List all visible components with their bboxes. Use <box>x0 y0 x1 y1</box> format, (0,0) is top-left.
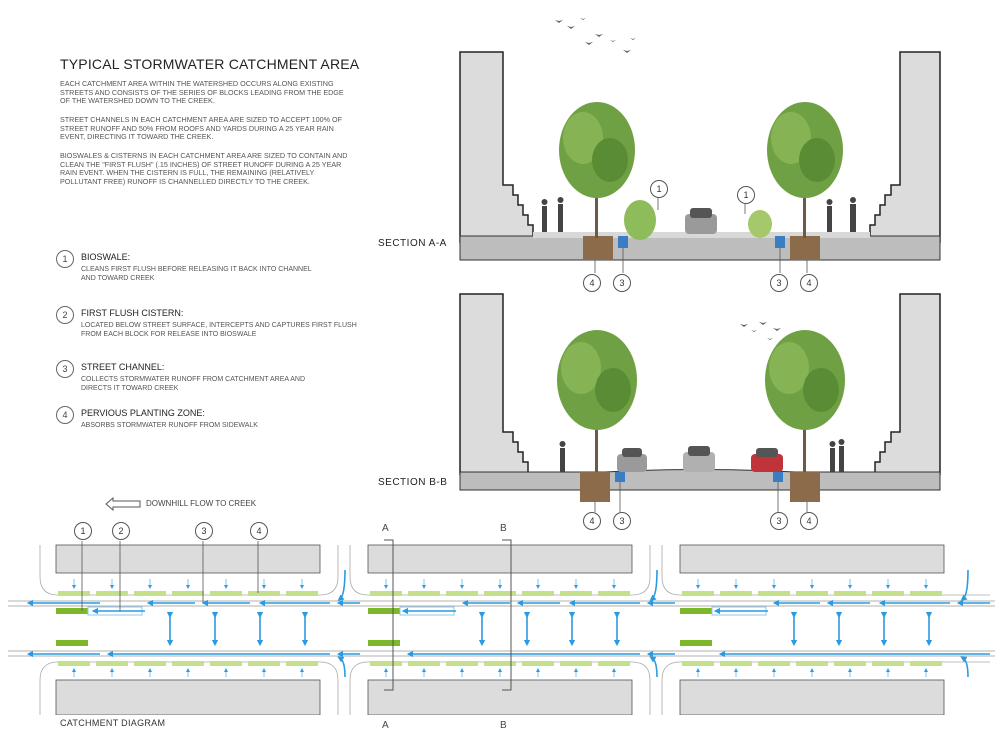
callout-planting: 4 <box>800 512 818 530</box>
birds-icon <box>555 18 636 53</box>
left-building <box>459 293 529 475</box>
catchment-plan-drawing <box>8 539 995 715</box>
callout-planting: 4 <box>583 274 601 292</box>
callout-bioswale: 1 <box>737 186 755 204</box>
legend-title: BIOSWALE: <box>81 252 131 262</box>
pedestrians-icon <box>559 439 845 472</box>
tree-left <box>559 102 635 238</box>
legend-title: FIRST FLUSH CISTERN: <box>81 308 184 318</box>
legend-number: 2 <box>56 306 74 324</box>
section-a-label: SECTION A-A <box>378 238 447 249</box>
intro-paragraph-1: EACH CATCHMENT AREA WITHIN THE WATERSHED… <box>60 79 344 106</box>
planting-zone-right <box>790 236 820 260</box>
car-icon <box>617 448 647 472</box>
car-icon <box>683 446 715 472</box>
bioswale-plants-left <box>624 200 656 240</box>
section-b-drawing <box>459 293 941 512</box>
planting-zone-left <box>583 236 613 260</box>
street-channel-left <box>615 472 625 482</box>
cut-b-bottom-label: B <box>500 720 507 731</box>
intro-paragraph-2: STREET CHANNELS IN EACH CATCHMENT AREA A… <box>60 115 342 142</box>
legend-number: 1 <box>56 250 74 268</box>
tree-right <box>767 102 843 238</box>
cut-a-top-label: A <box>382 523 389 534</box>
legend-description: COLLECTS STORMWATER RUNOFF FROM CATCHMEN… <box>81 376 306 392</box>
legend-number: 3 <box>56 360 74 378</box>
car-icon <box>751 448 783 472</box>
cut-a-bottom-label: A <box>382 720 389 731</box>
right-building <box>869 51 941 243</box>
tree-right <box>765 330 845 472</box>
arrow-left-icon <box>105 497 141 511</box>
legend-title: PERVIOUS PLANTING ZONE: <box>81 408 205 418</box>
intro-paragraph-3: BIOSWALES & CISTERNS IN EACH CATCHMENT A… <box>60 151 348 186</box>
callout-channel: 3 <box>195 522 213 540</box>
legend-description: ABSORBS STORMWATER RUNOFF FROM SIDEWALK <box>81 422 258 429</box>
left-building <box>459 51 534 243</box>
section-a-drawing <box>459 18 941 273</box>
section-b-label: SECTION B-B <box>378 477 448 488</box>
catchment-diagram-caption: CATCHMENT DIAGRAM <box>60 718 166 728</box>
street-channel-left <box>618 236 628 248</box>
bioswale-plants-right <box>748 210 772 238</box>
callout-channel: 3 <box>770 512 788 530</box>
downhill-flow-label: DOWNHILL FLOW TO CREEK <box>146 499 257 508</box>
street-channel-right <box>775 236 785 248</box>
bioswale-bars <box>56 608 712 646</box>
legend-description: CLEANS FIRST FLUSH BEFORE RELEASING IT B… <box>81 266 312 282</box>
legend-description: LOCATED BELOW STREET SURFACE, INTERCEPTS… <box>81 322 357 338</box>
callout-planting: 4 <box>800 274 818 292</box>
planting-zone-right <box>790 472 820 502</box>
page-title: TYPICAL STORMWATER CATCHMENT AREA <box>60 56 360 72</box>
callout-channel: 3 <box>613 512 631 530</box>
legend-number: 4 <box>56 406 74 424</box>
planting-zone-left <box>580 472 610 502</box>
callout-cistern: 2 <box>112 522 130 540</box>
callout-planting: 4 <box>583 512 601 530</box>
right-building <box>874 293 941 475</box>
callout-bioswale: 1 <box>650 180 668 198</box>
pedestrians-icon <box>541 197 856 232</box>
cut-b-top-label: B <box>500 523 507 534</box>
legend-title: STREET CHANNEL: <box>81 362 165 372</box>
tree-left <box>557 330 637 472</box>
callout-channel: 3 <box>613 274 631 292</box>
birds-icon <box>740 322 781 340</box>
callout-planting: 4 <box>250 522 268 540</box>
callout-bioswale: 1 <box>74 522 92 540</box>
car-icon <box>685 208 717 234</box>
street-channel-right <box>773 472 783 482</box>
callout-channel: 3 <box>770 274 788 292</box>
